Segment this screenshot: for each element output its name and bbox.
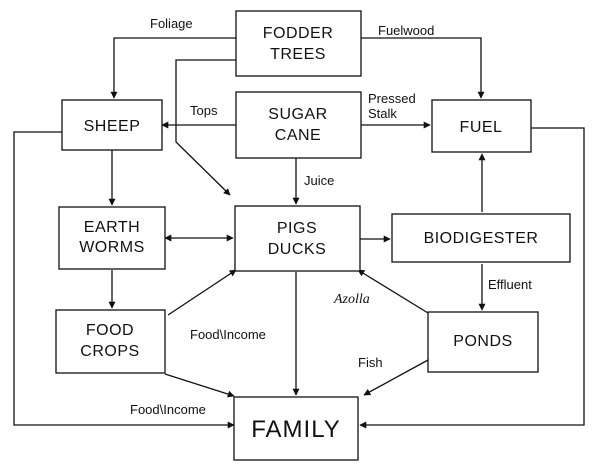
edge-foodcrops-to-pigs — [167, 269, 237, 316]
label-tops: Tops — [190, 103, 218, 118]
node-pigs-ducks-line2: DUCKS — [268, 241, 327, 258]
node-family: FAMILY — [233, 396, 359, 461]
node-fuel-label: FUEL — [460, 119, 503, 136]
node-food-crops-line2: CROPS — [80, 343, 139, 360]
node-earthworms: EARTH WORMS — [58, 206, 166, 270]
node-ponds-label: PONDS — [453, 333, 512, 350]
node-pigs-ducks-line1: PIGS — [277, 220, 317, 237]
node-biodigester: BIODIGESTER — [391, 213, 571, 263]
label-fish: Fish — [358, 355, 383, 370]
label-fuelwood: Fuelwood — [378, 23, 434, 38]
label-azolla: Azolla — [333, 292, 370, 307]
edge-ponds-to-family — [363, 359, 429, 396]
node-sugar-cane-line1: SUGAR — [268, 106, 327, 123]
label-juice: Juice — [304, 173, 334, 188]
node-sugar-cane-line2: CANE — [275, 127, 321, 144]
edge-sheep-to-family — [13, 131, 235, 429]
node-fodder-trees-line2: TREES — [270, 46, 326, 63]
node-fodder-trees: FODDER TREES — [235, 10, 362, 77]
node-fuel: FUEL — [431, 99, 532, 153]
label-stalk: Stalk — [368, 106, 397, 121]
edges — [13, 37, 585, 429]
node-biodigester-label: BIODIGESTER — [424, 230, 539, 247]
node-ponds: PONDS — [427, 311, 539, 373]
label-food-income-center: Food\Income — [190, 327, 266, 342]
node-food-crops-line1: FOOD — [86, 322, 134, 339]
node-earthworms-line2: WORMS — [79, 239, 145, 256]
edge-fodder-to-sheep — [110, 37, 236, 99]
label-effluent: Effluent — [488, 277, 532, 292]
edge-fodder-to-fuel — [361, 37, 485, 99]
edge-ponds-to-pigs — [357, 269, 429, 314]
node-food-crops: FOOD CROPS — [55, 309, 166, 374]
node-pigs-ducks: PIGS DUCKS — [234, 205, 361, 272]
node-family-label: FAMILY — [251, 416, 341, 443]
node-earthworms-line1: EARTH — [84, 219, 140, 236]
node-fodder-trees-line1: FODDER — [263, 25, 334, 42]
node-sugar-cane: SUGAR CANE — [235, 91, 362, 159]
node-sheep-label: SHEEP — [84, 118, 141, 135]
label-pressed: Pressed — [368, 91, 416, 106]
edge-labels: Foliage Fuelwood Tops Pressed Stalk Juic… — [130, 16, 532, 417]
edge-fuel-to-family — [359, 127, 585, 429]
label-food-income-left: Food\Income — [130, 402, 206, 417]
edge-fodder-to-pigs — [175, 59, 236, 196]
edge-foodcrops-to-family — [164, 373, 235, 398]
label-foliage: Foliage — [150, 16, 193, 31]
node-sheep: SHEEP — [61, 99, 163, 151]
